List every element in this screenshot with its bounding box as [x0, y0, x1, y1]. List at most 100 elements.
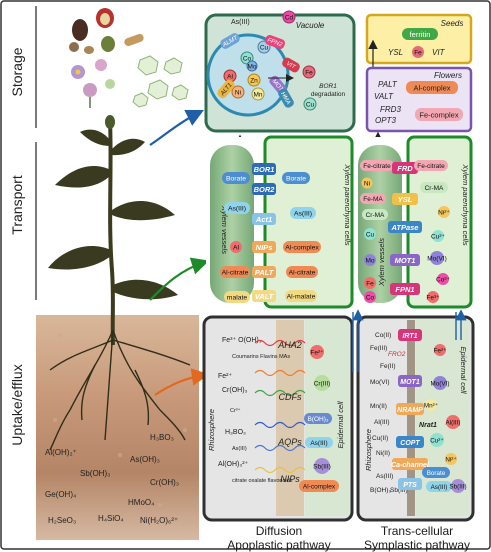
svg-text:Ni²⁺: Ni²⁺ [438, 210, 450, 217]
soil-pebbles [53, 333, 187, 507]
svg-text:Al(OH)₂⁺: Al(OH)₂⁺ [45, 448, 77, 457]
svg-text:Fe: Fe [366, 281, 374, 288]
tr-parenchyma-label: Xylem parenchyma cells [461, 163, 470, 246]
svg-text:Al: Al [233, 245, 240, 252]
svg-text:NIPs: NIPs [256, 243, 273, 252]
svg-text:As(III): As(III) [310, 440, 327, 447]
svg-text:Borate: Borate [286, 176, 306, 183]
transport-left-panel: Xylem vessels Xylem parenchyma cells [206, 135, 354, 309]
vacuole-ions: Cu Co Ni Zn Mo Fe Al Cd Mn Cu [223, 10, 317, 111]
uptake-left-wavy-lines [254, 339, 306, 474]
svg-text:Act1: Act1 [255, 215, 272, 224]
transport-right-channels: FRD YSL ATPase MOT1 FPN1 [388, 162, 422, 295]
svg-text:Co: Co [366, 295, 375, 302]
transport-right-items: Fe-citrate Ni Fe-MA Cr-MA Cu Mo Fe Co [360, 160, 394, 303]
svg-text:Borate: Borate [226, 176, 246, 183]
svg-text:Cu: Cu [366, 232, 375, 239]
seed-illustrations [69, 8, 144, 54]
svg-text:Cu²⁺: Cu²⁺ [431, 234, 445, 241]
seeds-fe-ion [412, 46, 424, 58]
svg-text:Fe²⁺: Fe²⁺ [434, 348, 447, 355]
ul-rhizosphere-label: Rhizosphere [207, 409, 216, 451]
vacuole-title: Vacuole [296, 21, 325, 30]
flowers-fe-complex: Fe-complex [419, 111, 458, 120]
svg-text:MOT1: MOT1 [395, 256, 416, 265]
svg-text:Al-complex: Al-complex [303, 484, 336, 491]
svg-text:Mn: Mn [253, 92, 262, 99]
svg-text:Ni(II): Ni(II) [376, 450, 390, 457]
svg-text:AQPs: AQPs [277, 437, 302, 447]
svg-text:Al-complex: Al-complex [285, 245, 319, 252]
svg-text:Al(OH)₃²⁺: Al(OH)₃²⁺ [218, 461, 249, 468]
svg-text:B(OH)₃: B(OH)₃ [307, 416, 328, 423]
vacuole-bor1-degradation-1: BOR1 [319, 83, 337, 90]
flowers-frd3: FRD3 [380, 105, 401, 114]
svg-text:Cr(OH)₃: Cr(OH)₃ [222, 387, 248, 394]
svg-text:BOR2: BOR2 [254, 185, 276, 194]
svg-text:AHA2: AHA2 [277, 340, 302, 350]
svg-text:Al(III): Al(III) [374, 419, 390, 426]
svg-text:malate: malate [227, 295, 248, 302]
transport-right-right-items: Fe-citrate Cr-MA Ni²⁺ Cu²⁺ Mo(VI) Co²⁺ F… [414, 160, 451, 303]
soil-area [36, 315, 199, 540]
svg-text:Ni²⁺: Ni²⁺ [445, 457, 456, 464]
svg-text:FPN2: FPN2 [266, 37, 283, 48]
svg-text:Fe-citrate: Fe-citrate [417, 163, 445, 170]
svg-text:FRO2: FRO2 [388, 351, 406, 358]
svg-text:Fe(II): Fe(II) [380, 363, 396, 370]
seeds-vit: VIT [432, 48, 446, 57]
svg-text:Mo(VI): Mo(VI) [431, 381, 450, 388]
uptake-right-channels: IRT1 MOT1 NRAMP Nrat1 COPT Ca-channel PT… [391, 329, 437, 490]
flowers-palt: PALT [378, 80, 398, 89]
caption-symplastic: Symplastic pathway [363, 538, 471, 552]
uptake-left-right-items: Fe²⁺ Cr(III) B(OH)₃ As(III) Sb(III) Al-c… [299, 345, 339, 492]
uptake-right-left-items: Co(II) Fe(III) FRO2 Fe(II) Mo(VI) Mn(II)… [370, 332, 408, 494]
vacuole-transporters: ALMT FPN2 VIT ALT1 MOT HMA [217, 33, 300, 108]
svg-text:Coumarins Flavins MAs: Coumarins Flavins MAs [232, 354, 290, 360]
svg-text:Mn(II): Mn(II) [370, 403, 387, 410]
flower-illustrations [71, 59, 115, 108]
soil-species: Al(OH)₂⁺ H₃BO₃ As(OH)₃ Sb(OH)₃ Cr(OH)₃ G… [45, 433, 179, 525]
svg-text:Sb(III): Sb(III) [390, 487, 408, 494]
svg-text:Sb(III): Sb(III) [313, 464, 331, 471]
svg-text:Mo(VI): Mo(VI) [427, 256, 447, 263]
svg-text:ATPase: ATPase [391, 223, 419, 232]
tl-parenchyma-label: Xylem parenchyma cells [343, 163, 352, 246]
svg-text:Cr-MA: Cr-MA [366, 212, 385, 219]
svg-text:H₄SiO₄: H₄SiO₄ [98, 514, 124, 523]
svg-text:Al-malate: Al-malate [287, 294, 316, 301]
seeds-ysl: YSL [388, 48, 403, 57]
svg-text:As(III): As(III) [294, 211, 312, 218]
svg-text:Al(III): Al(III) [445, 420, 460, 427]
svg-text:Cd: Cd [285, 15, 294, 22]
uptake-left-channels: AHA2 CDFs AQPs NIPs [277, 340, 302, 484]
svg-text:Ni: Ni [235, 90, 241, 97]
transport-left-channels: BOR1 BOR2 Act1 NIPs PALT VALT [252, 163, 276, 302]
svg-text:Fe³⁺: Fe³⁺ [426, 295, 440, 302]
svg-text:Fe³⁺ O(OH)₃: Fe³⁺ O(OH)₃ [222, 337, 262, 344]
vacuole-panel: Vacuole As(III) Cu Co Ni Zn Mo Fe Al Cd … [204, 10, 356, 133]
svg-text:Fe-citrate: Fe-citrate [363, 163, 391, 170]
svg-text:As(III): As(III) [376, 473, 393, 480]
svg-text:VIT: VIT [285, 61, 297, 72]
svg-text:Zn: Zn [250, 78, 258, 85]
svg-text:Cr(OH)₃: Cr(OH)₃ [150, 478, 179, 487]
svg-text:Co²⁺: Co²⁺ [436, 277, 450, 284]
svg-text:BOR1: BOR1 [254, 165, 275, 174]
transcellular-caption: Trans-cellular Symplastic pathway [352, 524, 482, 552]
svg-text:Cr(III): Cr(III) [314, 381, 331, 388]
svg-text:Al-citrate: Al-citrate [222, 270, 249, 277]
flowers-title: Flowers [434, 71, 462, 80]
svg-text:HMoO₄: HMoO₄ [128, 498, 154, 507]
storage-label: Storage [9, 47, 25, 96]
svg-text:Cr³⁺: Cr³⁺ [230, 407, 241, 414]
uptake-left-items: Fe³⁺ O(OH)₃ Coumarins Flavins MAs Fe²⁺ C… [218, 337, 293, 484]
caption-transcellular: Trans-cellular [380, 524, 454, 538]
svg-text:As(III): As(III) [232, 446, 247, 452]
caption-diffusion: Diffusion [255, 524, 303, 538]
svg-text:Ca-channel: Ca-channel [391, 462, 430, 469]
svg-text:Borate: Borate [427, 470, 446, 477]
